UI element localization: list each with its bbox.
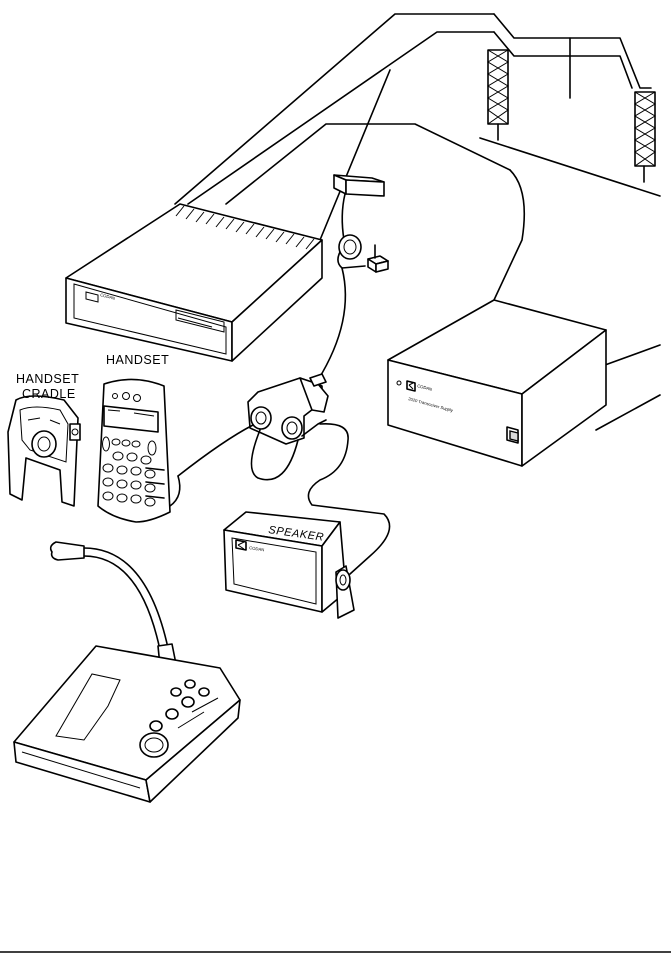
handset-cradle-label-line2: CRADLE	[22, 387, 76, 401]
handset-cradle	[8, 396, 80, 506]
gps-accessory	[334, 175, 384, 240]
handset-unit	[98, 379, 180, 522]
coax-connector	[338, 235, 365, 268]
small-plug	[368, 245, 388, 272]
handset-label: HANDSET	[106, 353, 169, 367]
speaker-unit: CODAN SPEAKER	[224, 512, 354, 618]
power-supply-unit: CODAN 2020 Transceiver Supply	[388, 300, 606, 466]
handset-cradle-label-line1: HANDSET	[16, 372, 79, 386]
desk-microphone	[14, 542, 240, 802]
transceiver-unit: CODAN	[66, 204, 322, 361]
